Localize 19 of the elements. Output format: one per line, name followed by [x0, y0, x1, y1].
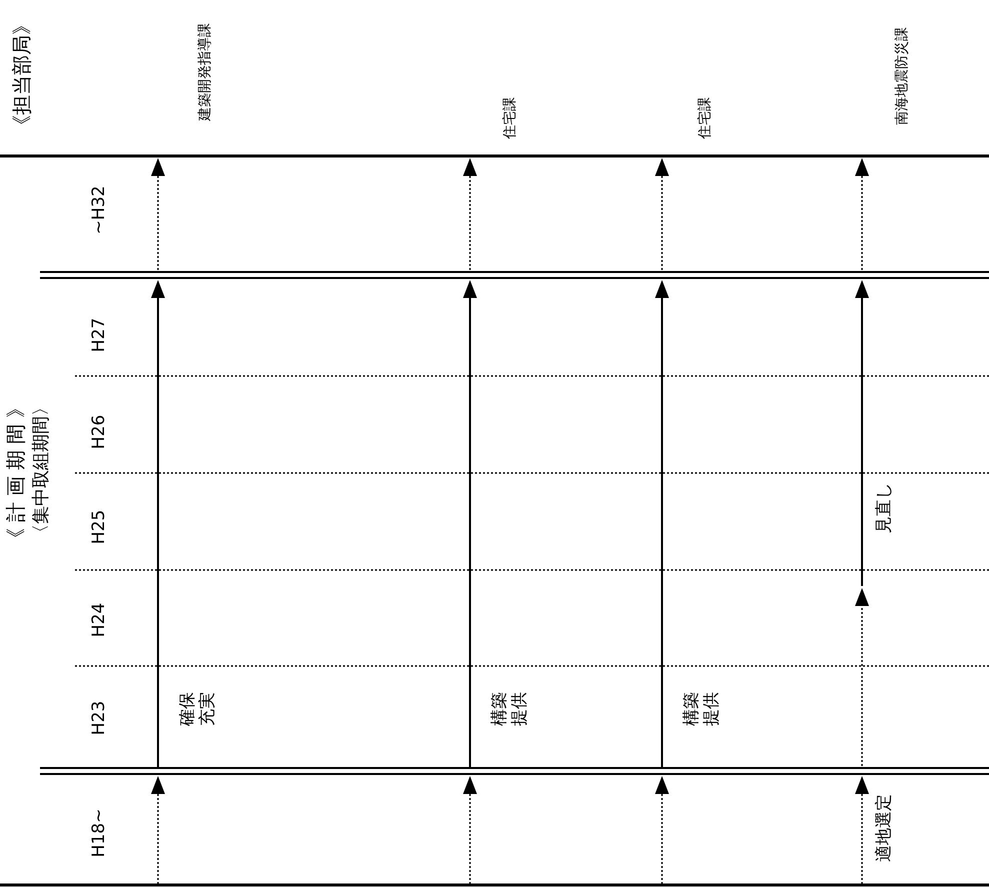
year-label: H24	[90, 602, 110, 638]
task-label: 構築提供	[490, 690, 530, 726]
department-label: 住宅課	[502, 97, 518, 139]
task-label: 確保充実	[178, 690, 218, 726]
year-label: H26	[90, 414, 110, 450]
task-label: 構築提供	[682, 690, 722, 726]
year-label: H23	[90, 700, 110, 736]
year-label: H27	[90, 318, 110, 352]
department-label: 建築開発指導課	[196, 23, 214, 121]
heading: 《担当部局》	[10, 15, 34, 135]
department-label: 南海地震防災課	[894, 27, 910, 125]
year-label: ~H32	[90, 186, 110, 234]
year-label: H25	[90, 510, 110, 544]
department-label: 住宅課	[696, 97, 714, 139]
year-label: H18~	[90, 808, 110, 858]
task-label: 見直し	[875, 482, 895, 534]
task-label: 適地選定	[875, 794, 895, 862]
subheading: 〈集中取組期間〉	[32, 398, 52, 542]
heading: 《計画期間》	[4, 392, 28, 548]
